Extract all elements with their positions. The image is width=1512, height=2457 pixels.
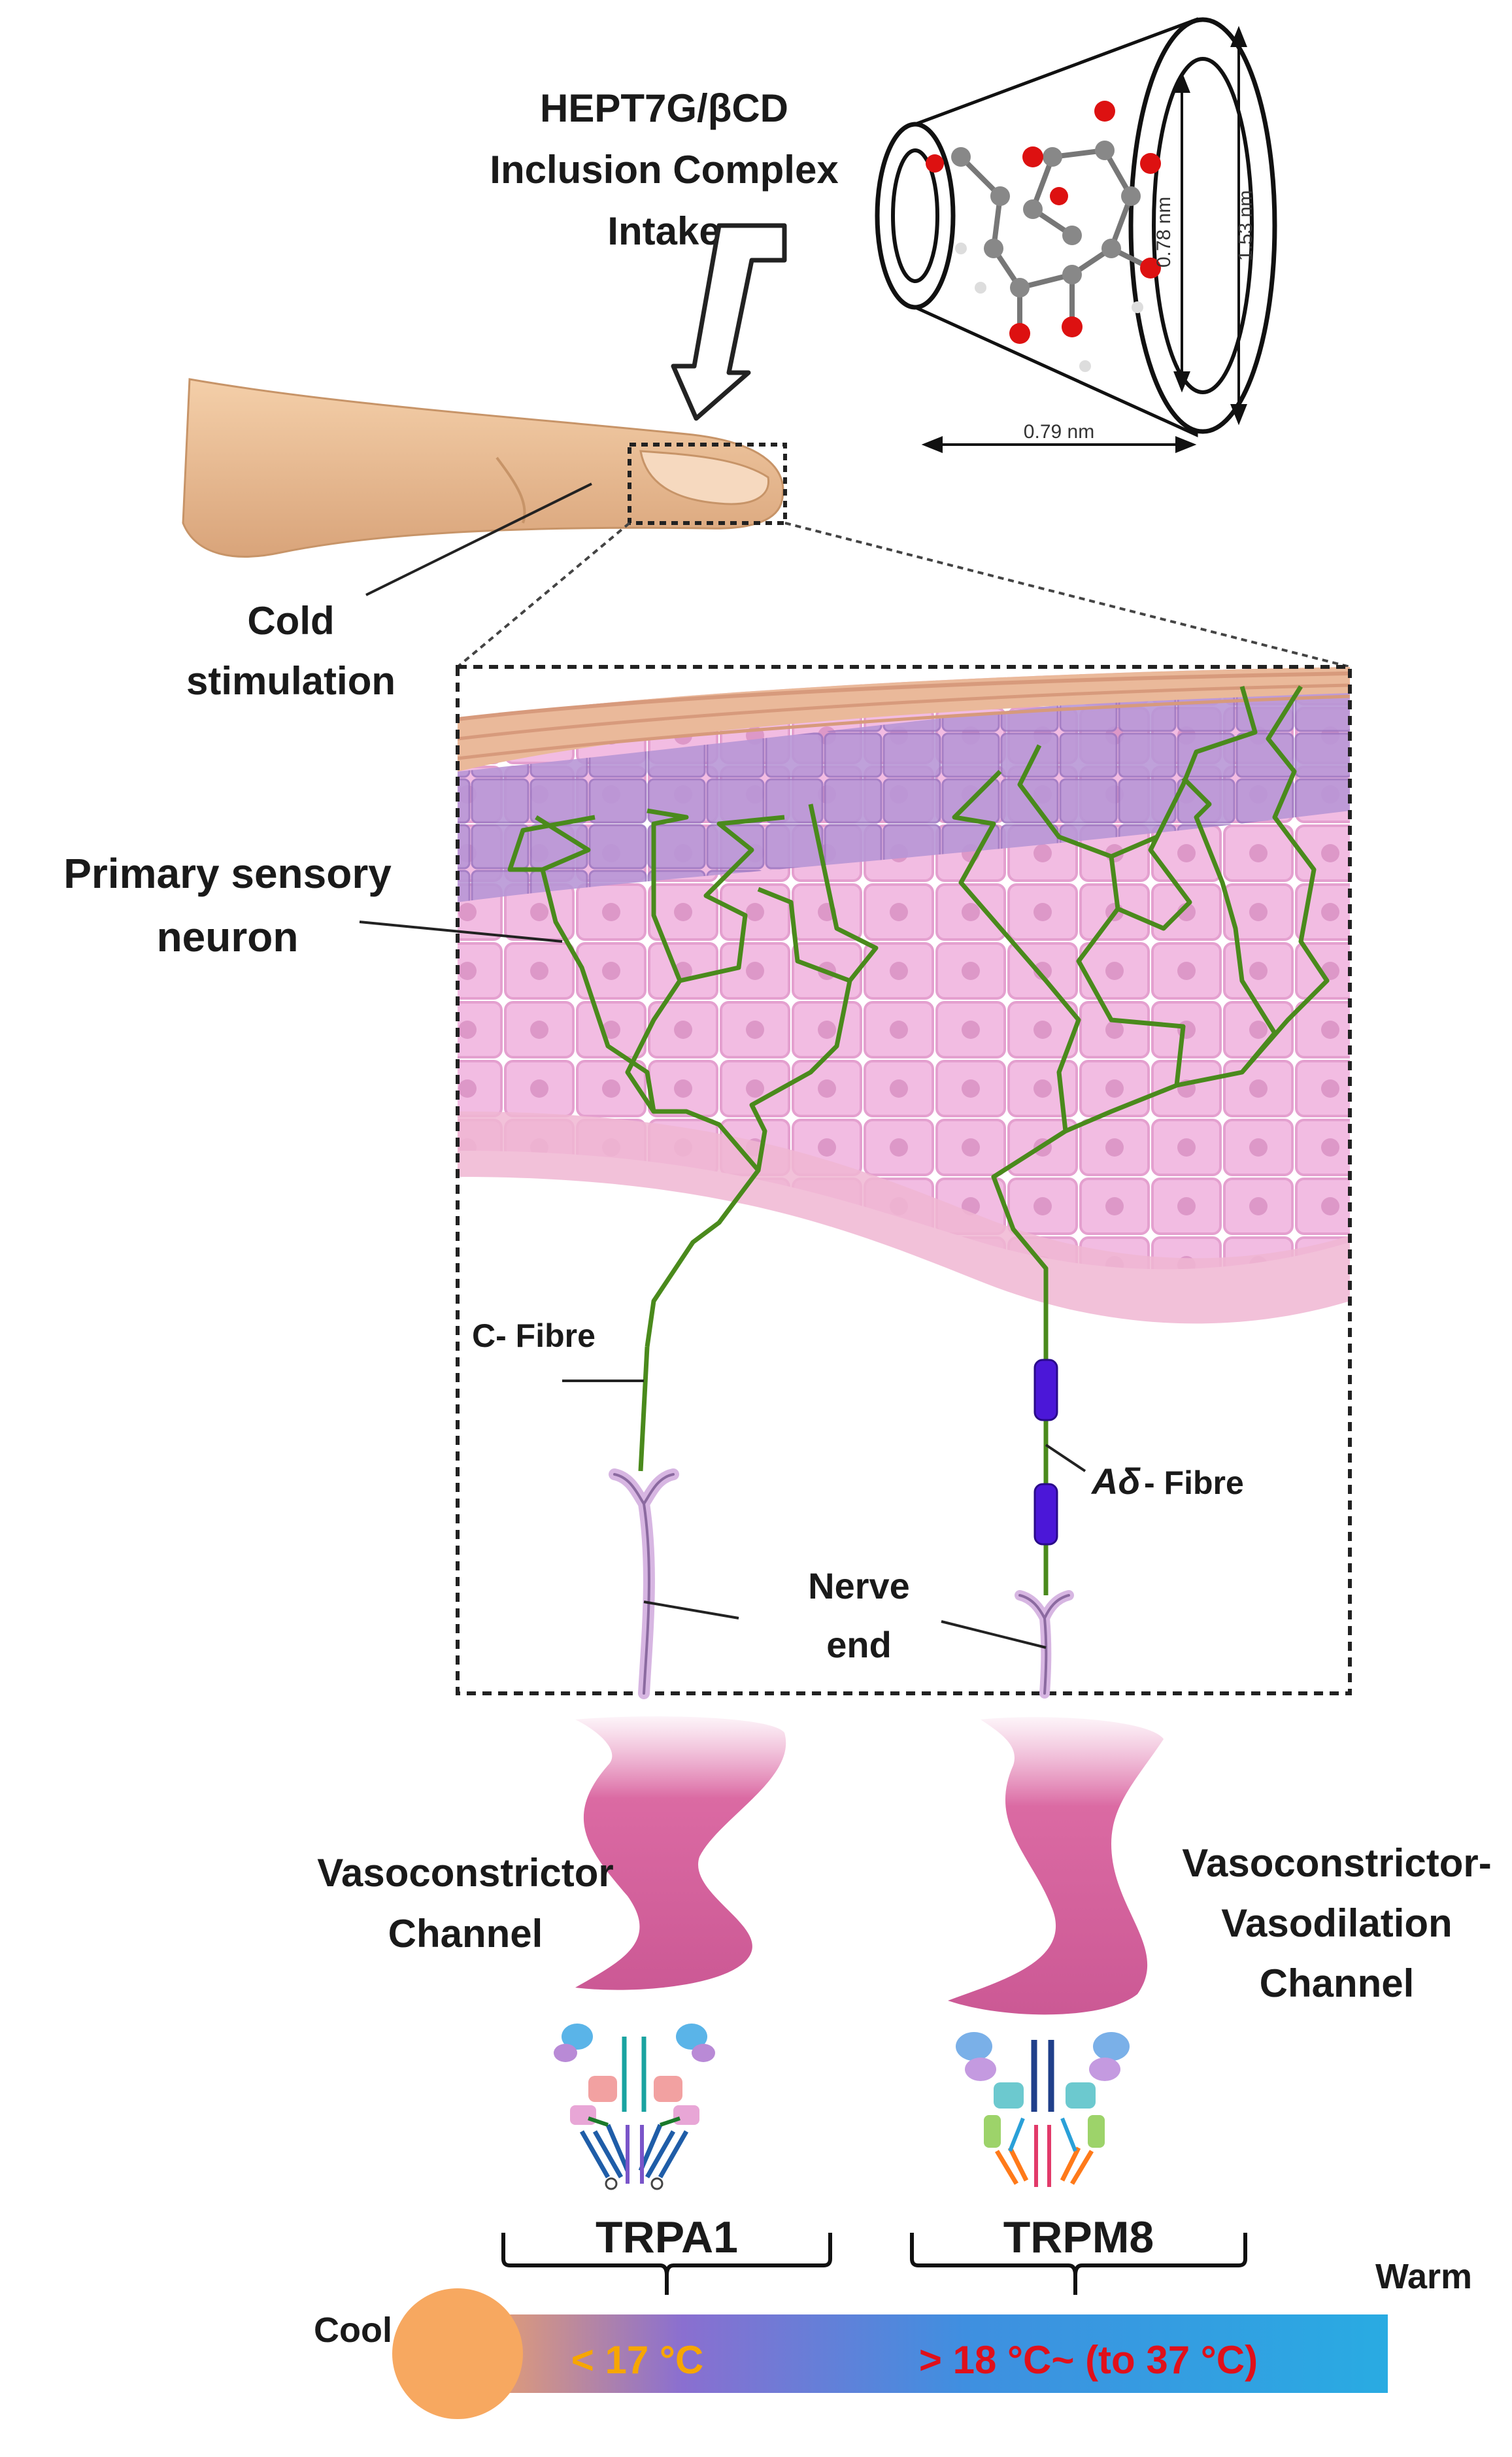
psn-leader — [359, 921, 563, 943]
a-delta-symbol: Aδ — [1090, 1461, 1141, 1502]
myelin-segment — [1033, 1359, 1058, 1421]
intake-arrow-icon — [671, 223, 787, 421]
nerve-end-left — [609, 1468, 679, 1699]
a-delta-fibre-label: - Fibre — [1144, 1465, 1244, 1501]
trpa1-structure-icon — [554, 2024, 715, 2190]
cold-stimulation-line2: stimulation — [186, 659, 395, 703]
cold-stimulation-line1: Cold — [247, 599, 334, 643]
cold-stimulation-leader — [365, 483, 592, 596]
nerve-end-leader-right — [941, 1620, 1047, 1649]
skin-cross-section — [458, 667, 1350, 1693]
dimension-arrows — [921, 25, 1247, 453]
nerve-end-leader-left — [643, 1601, 739, 1619]
zoom-lines — [456, 522, 1351, 668]
complex-label: HEPT7G/βCD Inclusion Complex Intake — [490, 86, 838, 253]
nerve-end-right — [1015, 1590, 1074, 1699]
fingertip-zoom-box — [628, 443, 787, 525]
nerve-end-line2: end — [826, 1624, 892, 1665]
warm-label: Warm — [1375, 2257, 1472, 2296]
trpa1-brace — [501, 2233, 832, 2295]
channel-tube-right — [948, 1717, 1164, 2015]
trpm8-brace — [910, 2233, 1247, 2295]
nerve-end-line1: Nerve — [808, 1565, 910, 1606]
complex-label-line1: HEPT7G/βCD — [540, 86, 788, 130]
channel-tube-left — [575, 1716, 786, 1990]
trpm8-label: TRPM8 — [1003, 2212, 1154, 2262]
c-fibre-label: C- Fibre — [472, 1317, 596, 1354]
low-range-label: < 17 °C — [571, 2338, 703, 2382]
cool-bulb-icon — [392, 2288, 523, 2419]
primary-sensory-neuron-line1: Primary sensory — [63, 850, 392, 897]
cyclodextrin-cone: 1.53 nm 0.78 nm 0.79 nm — [875, 17, 1277, 453]
right-channel-line3: Channel — [1260, 1961, 1415, 2005]
trpa1-label: TRPA1 — [596, 2212, 738, 2262]
dimension-width: 0.79 nm — [1024, 421, 1094, 443]
temperature-bar — [448, 2314, 1388, 2393]
left-channel-line2: Channel — [388, 1912, 543, 1956]
cool-label: Cool — [314, 2311, 392, 2350]
dimension-inner-height: 0.78 nm — [1153, 197, 1175, 267]
myelin-segment — [1033, 1483, 1058, 1546]
dimension-outer-height: 1.53 nm — [1235, 190, 1256, 261]
skin-zoom-frame — [456, 665, 1352, 1695]
complex-label-line2: Inclusion Complex — [490, 148, 838, 192]
right-channel-line2: Vasodilation — [1221, 1901, 1452, 1945]
high-range-label: > 18 °C~ (to 37 °C) — [919, 2338, 1258, 2382]
finger-illustration — [182, 378, 787, 558]
a-delta-leader — [1045, 1444, 1086, 1472]
complex-label-line3: Intake — [607, 209, 720, 253]
right-channel-line1: Vasoconstrictor- — [1182, 1841, 1491, 1885]
nerve-fibres — [507, 685, 1330, 1595]
temperature-scale: Cool Warm < 17 °C > 18 °C~ (to 37 °C) — [314, 2257, 1472, 2419]
trpm8-structure-icon — [956, 2032, 1130, 2187]
primary-sensory-neuron-line2: neuron — [157, 913, 299, 960]
left-channel-line1: Vasoconstrictor — [317, 1851, 614, 1895]
